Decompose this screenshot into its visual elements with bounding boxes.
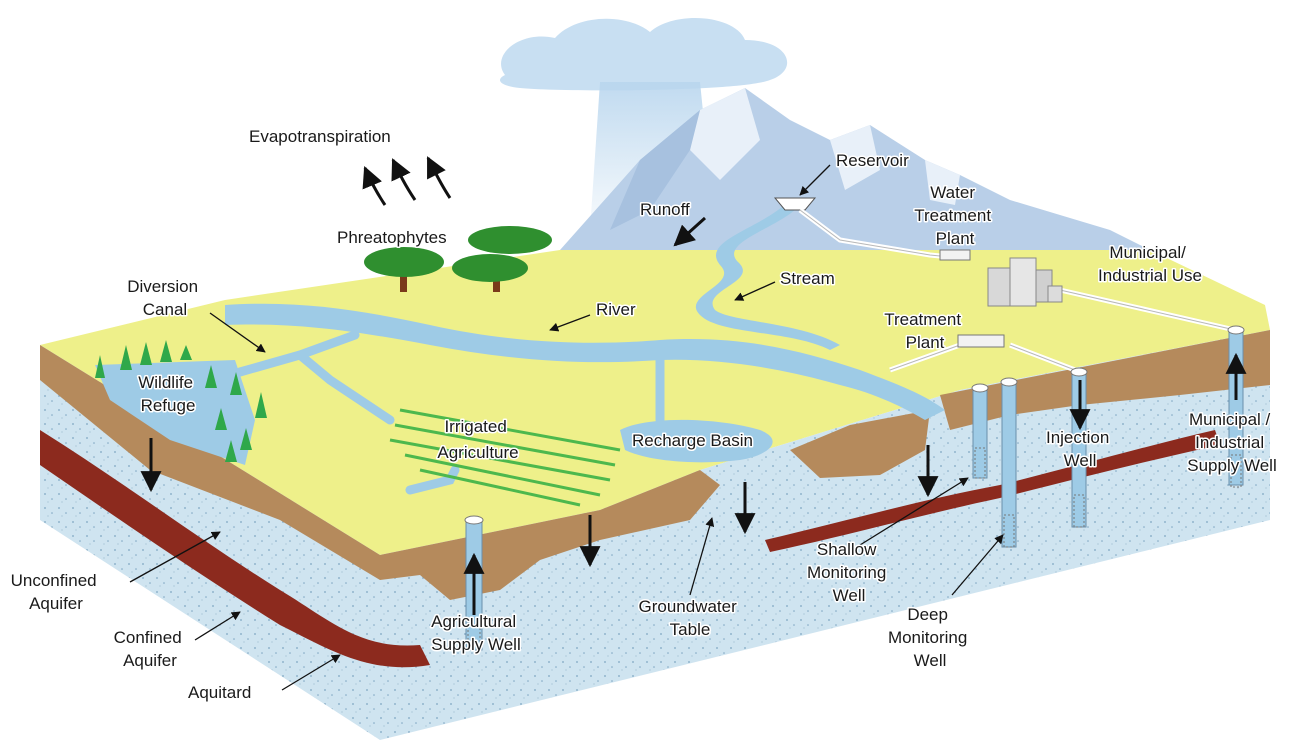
aquitard-layer-right: [765, 430, 1220, 552]
label-recharge-basin: Recharge Basin: [632, 431, 753, 450]
label-confined-aquifer: Confined Aquifer: [114, 628, 187, 670]
label-stream: Stream: [780, 269, 835, 288]
label-municipal-industrial-supply-well: Municipal / Industrial Supply Well: [1187, 410, 1276, 475]
label-wildlife-refuge: Wildlife Refuge: [138, 373, 198, 415]
evapotranspiration-arrows: [362, 156, 452, 206]
mountain-range: [560, 88, 1150, 250]
water-treatment-plant-icon: [939, 249, 971, 261]
label-aquitard: Aquitard: [188, 683, 251, 702]
label-groundwater-table: Groundwater Table: [638, 597, 741, 639]
cloud-icon: [500, 18, 788, 91]
reservoir: [773, 197, 817, 211]
label-water-treatment-plant: Water Treatment Plant: [914, 183, 996, 248]
label-injection-well: Injection Well: [1046, 428, 1114, 470]
label-agricultural-supply-well: Agricultural Supply Well: [431, 612, 521, 654]
pipeline-outline: [799, 209, 1236, 371]
label-shallow-monitoring-well: Shallow Monitoring Well: [807, 540, 891, 605]
diversion-canal: [235, 330, 665, 425]
label-runoff: Runoff: [640, 200, 690, 219]
recharge-basin: [620, 419, 773, 463]
irrigation-channel: [405, 465, 460, 495]
building-icon: [987, 257, 1063, 307]
deep-monitoring-well: [1000, 377, 1018, 548]
crop-rows-icon: [389, 408, 621, 507]
label-river: River: [596, 300, 636, 319]
label-phreatophytes: Phreatophytes: [337, 228, 447, 247]
stream: [695, 200, 840, 350]
label-irrigated-agriculture: Irrigated Agriculture: [437, 417, 518, 462]
label-unconfined-aquifer: Unconfined Aquifer: [11, 571, 102, 613]
label-treatment-plant: Treatment Plant: [884, 310, 966, 352]
soil-mound-middle: [790, 410, 930, 478]
tree-icon: [364, 226, 552, 292]
label-evapotranspiration: Evapotranspiration: [249, 127, 391, 146]
label-municipal-industrial-use: Municipal/ Industrial Use: [1098, 243, 1202, 285]
shallow-monitoring-well: [971, 383, 989, 479]
flow-arrows: [140, 216, 1247, 615]
label-deep-monitoring-well: Deep Monitoring Well: [888, 605, 972, 670]
label-reservoir: Reservoir: [836, 151, 909, 170]
treatment-plant-icon: [957, 334, 1005, 348]
soil-layer-far-right: [940, 330, 1270, 430]
reed-icon: [95, 340, 267, 462]
leader-lines: [129, 164, 1004, 691]
label-diversion-canal: Diversion Canal: [127, 277, 203, 319]
river: [225, 303, 945, 420]
